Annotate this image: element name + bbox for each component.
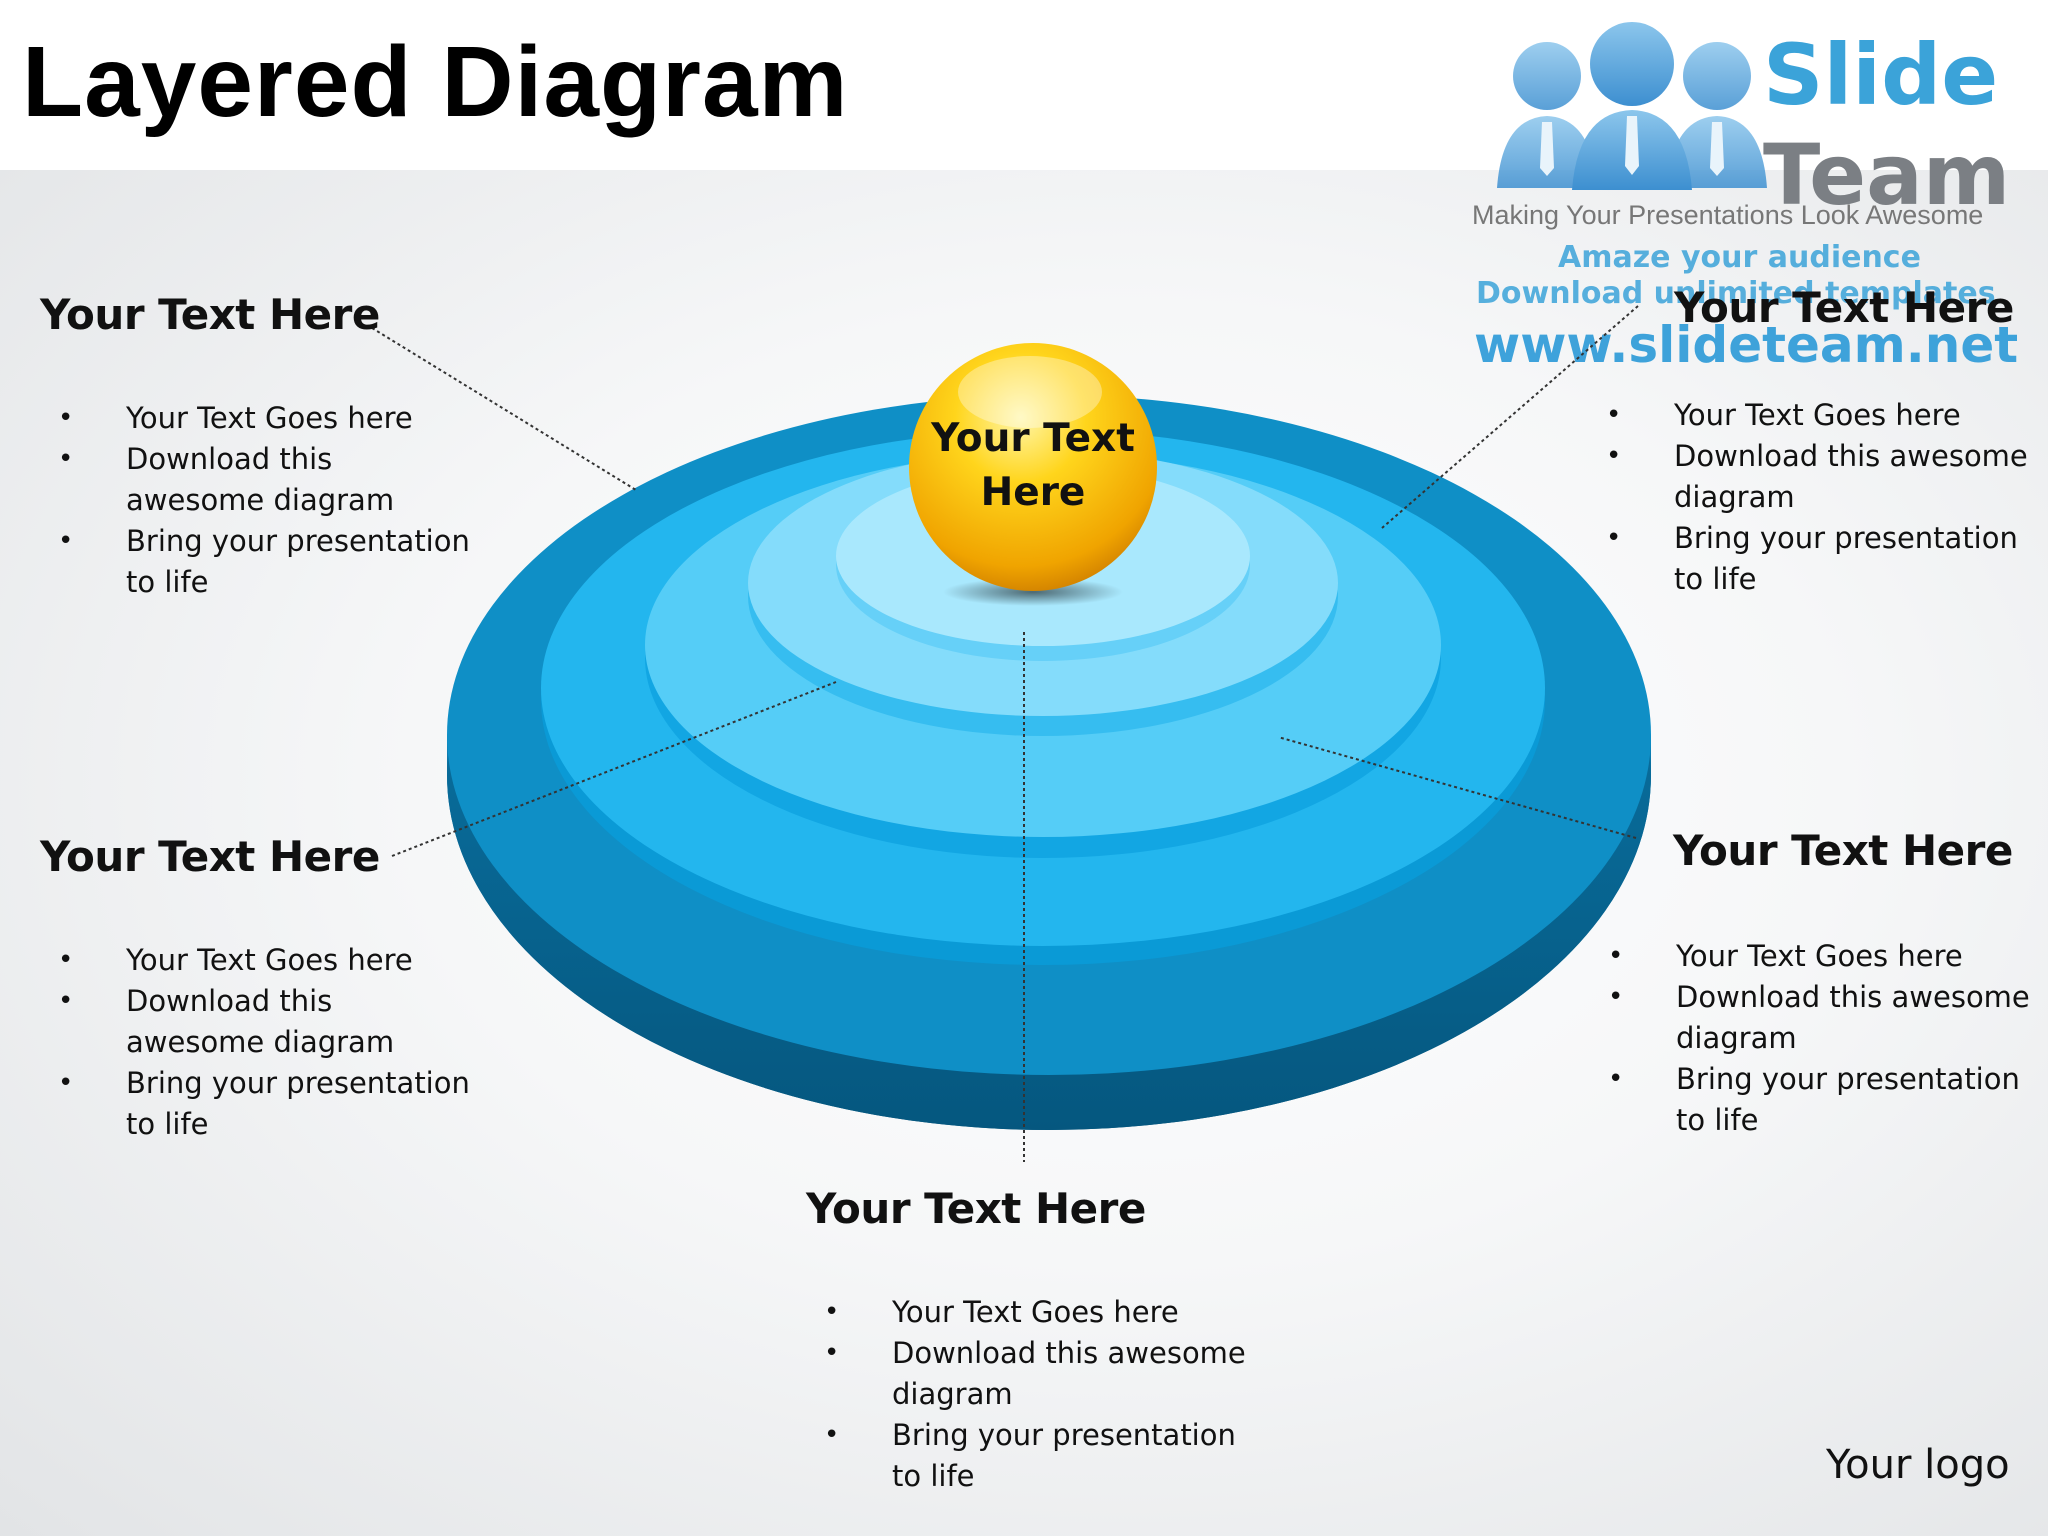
callout-mid-left-heading: Your Text Here (40, 832, 380, 881)
watermark-brand-team: Team (1763, 126, 2011, 224)
slide-title: Layered Diagram (22, 26, 849, 138)
callout-bottom-bullet-2: Download this awesome diagram (814, 1333, 1254, 1415)
callout-top-left-heading: Your Text Here (40, 290, 380, 339)
connector-top-right (1381, 305, 1639, 529)
callout-mid-right-bullet-3: Bring your presentation to life (1598, 1059, 2038, 1141)
callout-bottom-heading: Your Text Here (806, 1184, 1146, 1233)
callout-top-left-bullets: Your Text Goes here Download this awesom… (48, 398, 478, 603)
ball-shadow (943, 578, 1123, 606)
callout-top-left-bullet-2: Download this awesome diagram (48, 439, 478, 521)
callout-bottom-bullet-1: Your Text Goes here (814, 1292, 1254, 1333)
watermark-promo-line2: Download unlimited templates (1476, 276, 1996, 311)
people-icon (1497, 22, 1767, 190)
callout-bottom-bullets: Your Text Goes here Download this awesom… (814, 1292, 1254, 1497)
connector-mid-right (1277, 736, 1637, 839)
callout-top-right-bullet-3: Bring your presentation to life (1596, 518, 2036, 600)
callout-mid-right-bullet-1: Your Text Goes here (1598, 936, 2038, 977)
footer-logo-placeholder: Your logo (1826, 1442, 2010, 1488)
callout-top-right-heading: Your Text Here (1674, 283, 2014, 332)
center-ball (909, 343, 1157, 591)
callout-top-left-bullet-3: Bring your presentation to life (48, 521, 478, 603)
watermark-tagline: Making Your Presentations Look Awesome (1472, 200, 1984, 230)
callout-mid-left-bullet-3: Bring your presentation to life (48, 1063, 478, 1145)
connector-top-left (371, 327, 637, 491)
callout-mid-left-bullet-1: Your Text Goes here (48, 940, 478, 981)
slideteam-watermark: Slide Team Making Your Presentations Loo… (1468, 18, 2028, 374)
connector-mid-left (391, 681, 837, 857)
callout-top-right-bullet-1: Your Text Goes here (1596, 395, 2036, 436)
ball-highlight (958, 356, 1102, 428)
callout-top-right-bullets: Your Text Goes here Download this awesom… (1596, 395, 2036, 600)
callout-mid-right-heading: Your Text Here (1673, 826, 2013, 875)
callout-top-right-bullet-2: Download this awesome diagram (1596, 436, 2036, 518)
callout-mid-left-bullets: Your Text Goes here Download this awesom… (48, 940, 478, 1145)
callout-top-left-bullet-1: Your Text Goes here (48, 398, 478, 439)
callout-mid-left-bullet-2: Download this awesome diagram (48, 981, 478, 1063)
callout-bottom-bullet-3: Bring your presentation to life (814, 1415, 1254, 1497)
callout-mid-right-bullets: Your Text Goes here Download this awesom… (1598, 936, 2038, 1141)
connector-lines (371, 305, 1639, 1162)
watermark-brand-slide: Slide (1763, 26, 1999, 124)
callout-mid-right-bullet-2: Download this awesome diagram (1598, 977, 2038, 1059)
watermark-promo-line1: Amaze your audience (1558, 240, 1921, 275)
watermark-url: www.slideteam.net (1474, 316, 2019, 374)
